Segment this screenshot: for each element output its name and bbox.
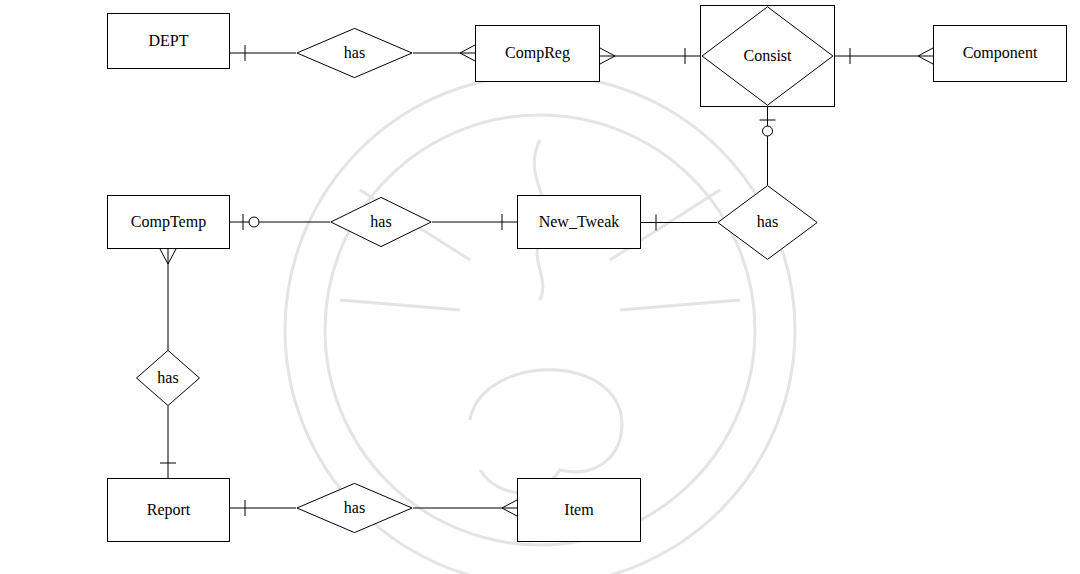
cardinality-zero — [763, 126, 773, 136]
node-texts: has — [157, 369, 178, 387]
entity-box: Report — [107, 478, 230, 542]
entity-box: CompTemp — [107, 195, 230, 249]
node-texts: DEPT — [149, 32, 189, 50]
node-texts: has — [344, 499, 365, 517]
node-texts: Component — [963, 44, 1038, 62]
entity-box: DEPT — [107, 13, 230, 69]
diamond-shape — [297, 28, 412, 77]
connector-path — [230, 53, 296, 54]
relationship-diamond: has — [296, 483, 413, 533]
cardinality-mark — [243, 214, 244, 230]
relationship-diamond: has — [717, 185, 818, 260]
node-label: Report — [147, 501, 191, 519]
node-label: Consist — [743, 47, 791, 65]
node-label: has — [344, 44, 365, 62]
relationship-line — [413, 500, 517, 516]
cardinality-mark — [160, 463, 176, 464]
relationship-line — [230, 45, 296, 61]
cardinality-mark — [502, 214, 503, 230]
node-label: New_Tweak — [539, 213, 620, 231]
connector-path — [432, 222, 517, 223]
node-texts: CompReg — [505, 44, 570, 62]
connector-path — [413, 53, 475, 54]
node-label: CompTemp — [131, 213, 206, 231]
cardinality-mark — [760, 120, 776, 121]
node-texts: New_Tweak — [539, 213, 620, 231]
node-texts: Report — [147, 501, 191, 519]
node-label: DEPT — [149, 32, 189, 50]
watermark-ring — [325, 115, 755, 545]
associative-entity: Consist — [700, 5, 835, 107]
connector-path — [230, 222, 330, 223]
diamond-shape — [702, 7, 833, 105]
node-label: Component — [963, 44, 1038, 62]
relationship-line — [160, 406, 176, 478]
relationship-line — [432, 214, 517, 230]
node-texts: Consist — [743, 47, 791, 65]
entity-box: New_Tweak — [517, 195, 641, 249]
connector-path — [767, 107, 768, 185]
watermark-elephant — [470, 370, 622, 493]
cardinality-mark — [460, 45, 475, 61]
watermark-emblem — [285, 75, 795, 574]
node-label: has — [157, 369, 178, 387]
node-texts: CompTemp — [131, 213, 206, 231]
diamond-shape — [297, 483, 412, 532]
entity-box: Item — [517, 478, 641, 542]
relationship-line — [835, 48, 933, 64]
diamond-shape — [718, 186, 817, 260]
node-texts: has — [757, 213, 778, 231]
relationship-line — [600, 48, 700, 64]
node-texts: Item — [564, 501, 593, 519]
relationship-line — [413, 45, 475, 61]
cardinality-mark — [245, 500, 246, 516]
node-texts: has — [370, 213, 391, 231]
node-label: has — [370, 213, 391, 231]
relationship-line — [641, 215, 717, 231]
cardinality-zero — [249, 217, 259, 227]
watermark-ring — [285, 75, 795, 574]
relationship-line — [230, 214, 330, 230]
cardinality-mark — [160, 249, 176, 264]
connector-path — [168, 406, 169, 478]
node-label: Item — [564, 501, 593, 519]
cardinality-mark — [600, 48, 615, 64]
relationship-diamond: has — [136, 350, 200, 406]
entity-box: Component — [933, 25, 1067, 82]
entity-box: CompReg — [475, 25, 600, 82]
cardinality-mark — [656, 215, 657, 231]
diamond-shape — [331, 197, 431, 246]
relationship-line — [760, 107, 776, 185]
cardinality-mark — [502, 500, 517, 516]
cardinality-mark — [245, 45, 246, 61]
cardinality-mark — [918, 48, 933, 64]
node-label: has — [757, 213, 778, 231]
cardinality-mark — [850, 48, 851, 64]
relationship-line — [160, 249, 176, 350]
relationship-diamond: has — [296, 28, 413, 78]
node-texts: has — [344, 44, 365, 62]
node-label: has — [344, 499, 365, 517]
diamond-shape — [137, 350, 200, 405]
node-label: CompReg — [505, 44, 570, 62]
cardinality-mark — [685, 48, 686, 64]
relationship-line — [230, 500, 296, 516]
relationship-diamond: has — [330, 197, 432, 247]
connector-path — [641, 222, 717, 223]
connector-path — [230, 508, 296, 509]
